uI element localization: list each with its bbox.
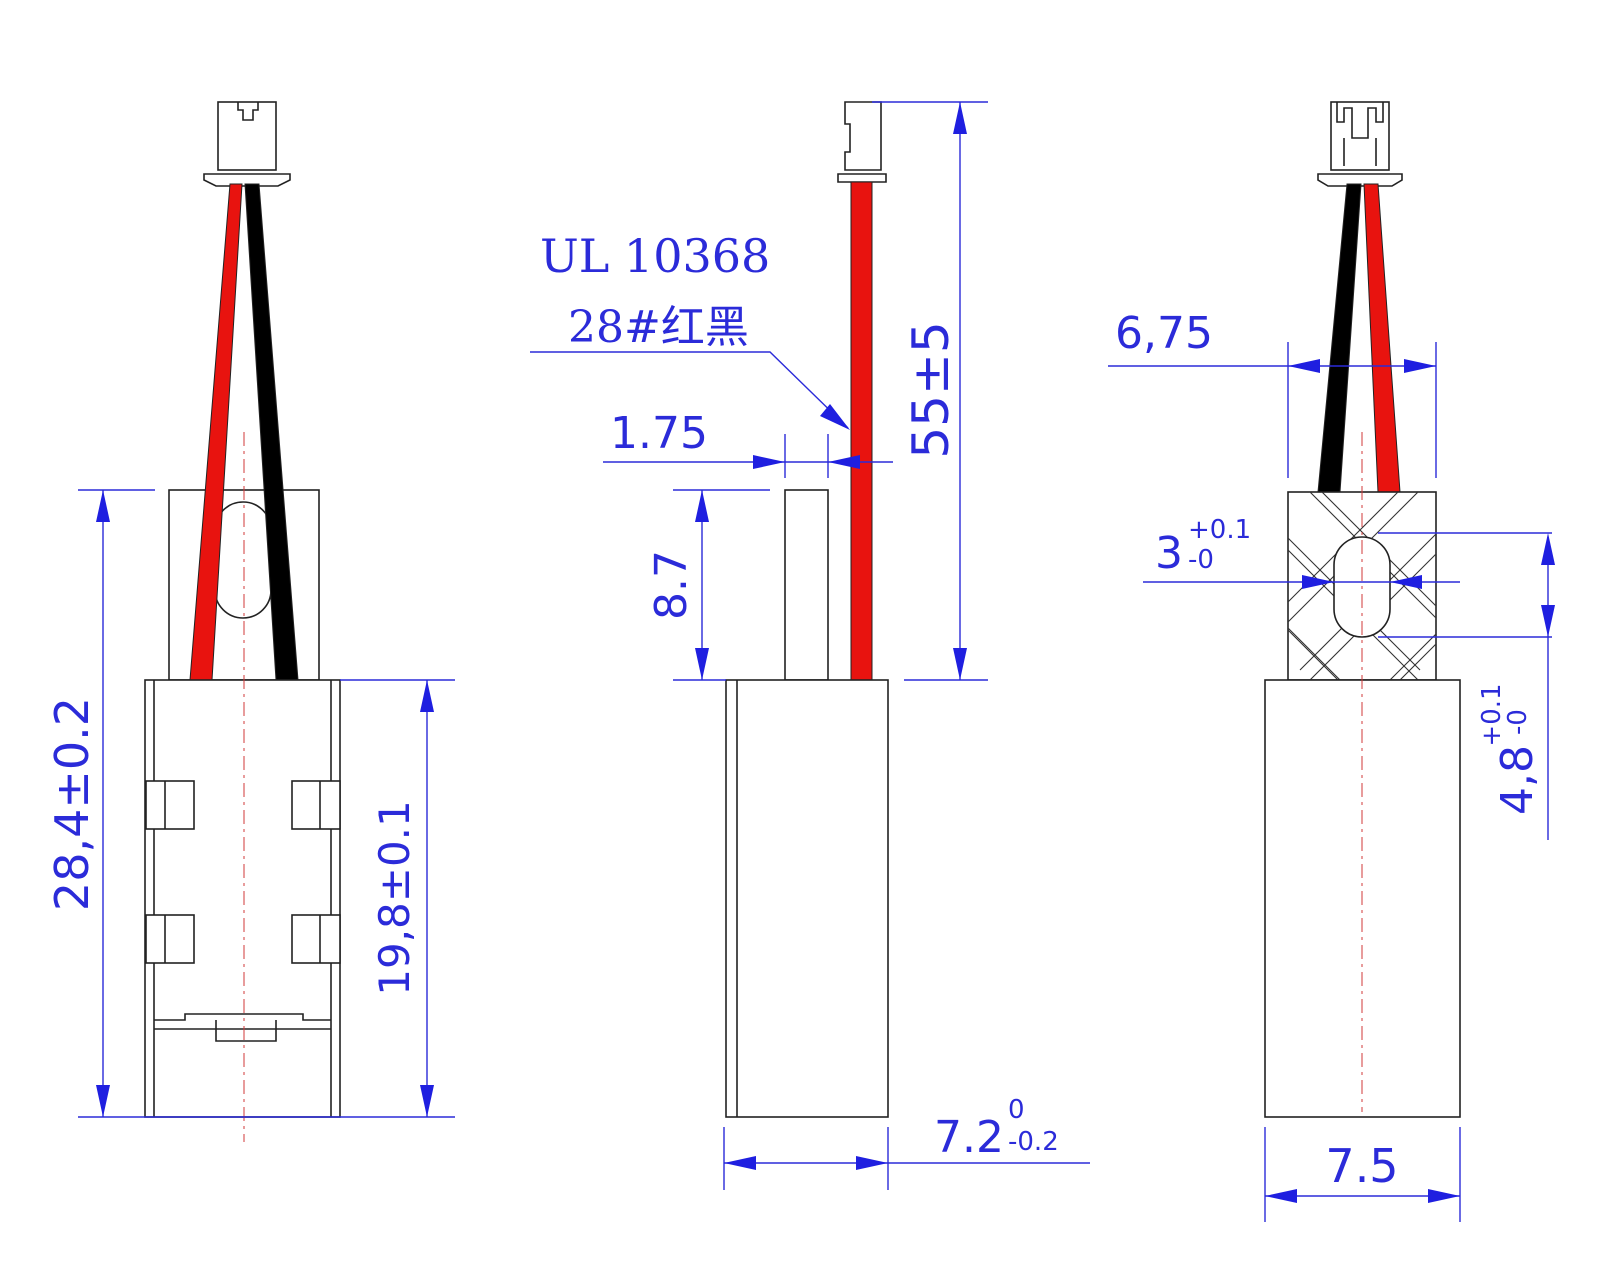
side-connector [844, 101, 882, 171]
side-dim-offset: 1.75 [610, 408, 708, 459]
back-dim-lead-spacing: 6,75 [1115, 308, 1213, 359]
back-wire-red [1363, 183, 1401, 493]
back-wire-black [1317, 183, 1362, 493]
side-dim-thickness-upper-tol: 0 [1008, 1095, 1025, 1125]
back-connector-flange [1317, 173, 1403, 187]
front-connector-body [217, 101, 277, 171]
side-dim-wire-length: 55±5 [902, 321, 960, 458]
front-tab-right-1 [291, 780, 341, 830]
side-wire-note-line1: UL 10368 [540, 229, 770, 283]
side-pcm-board [784, 489, 829, 681]
front-dim-cell-height: 19,8±0.1 [370, 800, 419, 996]
back-connector-slots [1336, 102, 1384, 166]
side-dim-thickness-lower-tol: -0.2 [1008, 1127, 1059, 1157]
back-view: 6,75 3 +0.1 -0 4,8 +0.1 -0 7.5 [1108, 101, 1555, 1222]
back-connector-body [1330, 101, 1390, 171]
front-bottom-strip [154, 1013, 331, 1042]
back-dim-hole-height-upper-tol: +0.1 [1477, 683, 1507, 746]
back-dim-width: 7.5 [1325, 1139, 1398, 1193]
side-view: UL 10368 28#红黑 55±5 1.75 8.7 7.2 0 -0. [530, 101, 1090, 1190]
side-wire-note-line2: 28#红黑 [568, 302, 749, 353]
front-cell-body [144, 679, 341, 1118]
front-view: 28,4±0.2 19,8±0.1 [45, 101, 455, 1142]
front-tab-left-1 [145, 780, 195, 830]
side-cell-body [725, 679, 889, 1118]
front-tab-right-2 [291, 914, 341, 964]
back-dim-hole-width: 3 [1155, 528, 1183, 579]
side-dim-pcm-height: 8.7 [646, 550, 697, 620]
back-dim-hole-width-upper-tol: +0.1 [1188, 515, 1251, 545]
front-connector-flange [203, 173, 291, 187]
front-dim-total-height: 28,4±0.2 [45, 697, 99, 911]
front-tab-left-2 [145, 914, 195, 964]
back-dim-hole-height-lower-tol: -0 [1503, 709, 1533, 735]
side-connector-flange [837, 173, 887, 183]
front-connector-latch [237, 102, 259, 121]
side-dim-thickness: 7.2 [934, 1112, 1004, 1163]
back-dim-hole-height: 4,8 [1492, 745, 1543, 815]
side-wire-red [850, 181, 873, 681]
back-dim-hole-width-lower-tol: -0 [1188, 545, 1214, 575]
